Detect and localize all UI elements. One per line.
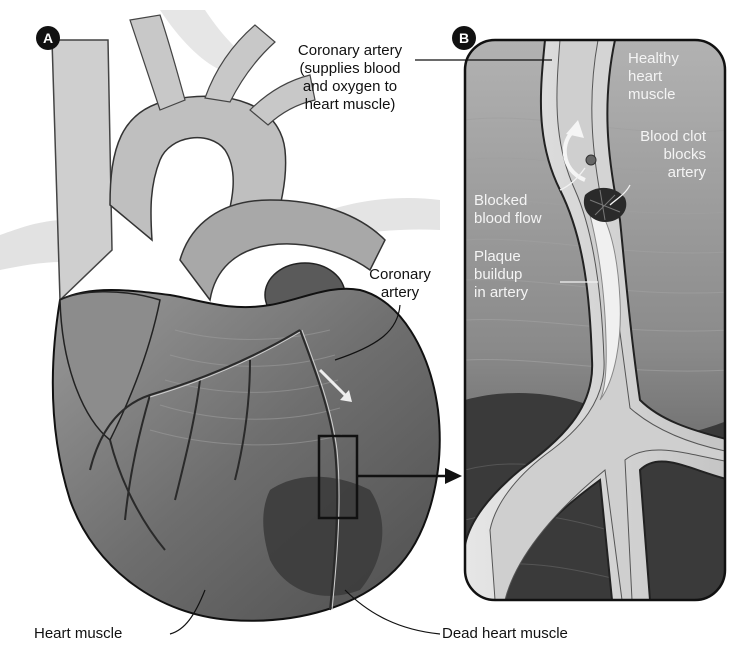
label-line: in artery — [474, 284, 529, 301]
label-plaque-buildup: Plaque buildup in artery — [474, 248, 528, 302]
label-line: muscle — [628, 86, 676, 103]
label-line: Healthy — [628, 50, 679, 67]
label-line: heart — [628, 68, 663, 85]
aortic-branch-1 — [129, 14, 186, 111]
leader-dead-muscle — [344, 589, 441, 635]
leader-heart-muscle — [169, 589, 206, 635]
leader-coronary-mid — [334, 304, 401, 361]
panel-a-leader-lines — [169, 304, 441, 635]
label-dead-heart-muscle: Dead heart muscle — [442, 625, 568, 642]
leader-blood-clot — [609, 184, 631, 206]
pulmonary-artery — [179, 199, 386, 302]
label-line: (supplies blood — [299, 60, 401, 77]
label-coronary-artery-supply: Coronary artery (supplies blood and oxyg… — [280, 42, 420, 114]
blood-clot — [583, 187, 627, 222]
flow-arrow — [318, 368, 347, 397]
label-line: Blocked — [474, 192, 528, 209]
label-line: artery — [667, 164, 706, 181]
panel-b-closeup — [463, 38, 727, 602]
aortic-branch-3 — [249, 74, 316, 126]
label-coronary-artery: Coronary artery — [360, 266, 440, 302]
label-healthy-heart-muscle: Healthy heart muscle — [628, 50, 679, 104]
panel-b-badge: B — [452, 26, 476, 50]
surface-coronary-highlights — [149, 329, 340, 611]
label-line: artery — [380, 284, 420, 301]
aortic-branch-2 — [204, 24, 276, 103]
zoom-connector-arrowhead — [445, 468, 462, 484]
dead-muscle-region — [263, 476, 383, 596]
blood-cell — [585, 154, 597, 166]
right-atrium — [59, 291, 161, 442]
background-vessel-left — [0, 220, 62, 270]
label-heart-muscle: Heart muscle — [34, 625, 123, 642]
label-line: heart muscle) — [304, 96, 396, 113]
leader-blocked-flow — [559, 167, 586, 191]
panel-b-leader-lines — [559, 167, 631, 283]
panel-a-badge: A — [36, 26, 60, 50]
surface-coronary-arteries — [89, 329, 339, 611]
blocked-flow-arrowhead — [566, 120, 584, 138]
label-blood-clot: Blood clot blocks artery — [610, 128, 706, 182]
label-line: Coronary artery — [297, 42, 403, 59]
panel-b-frame — [463, 38, 727, 602]
label-blocked-blood-flow: Blocked blood flow — [474, 192, 542, 228]
label-line: and oxygen to — [302, 78, 398, 95]
label-line: blood flow — [474, 210, 542, 227]
label-line: Blood clot — [640, 128, 706, 145]
label-line: Plaque — [474, 248, 521, 265]
flow-arrow-head — [340, 390, 352, 402]
label-line: blocks — [663, 146, 706, 163]
panel-a-heart — [0, 10, 462, 622]
plaque — [589, 209, 621, 401]
label-line: buildup — [474, 266, 523, 283]
muscle-striations — [149, 329, 343, 446]
vena-cava — [51, 39, 113, 302]
label-line: Coronary — [369, 266, 431, 283]
